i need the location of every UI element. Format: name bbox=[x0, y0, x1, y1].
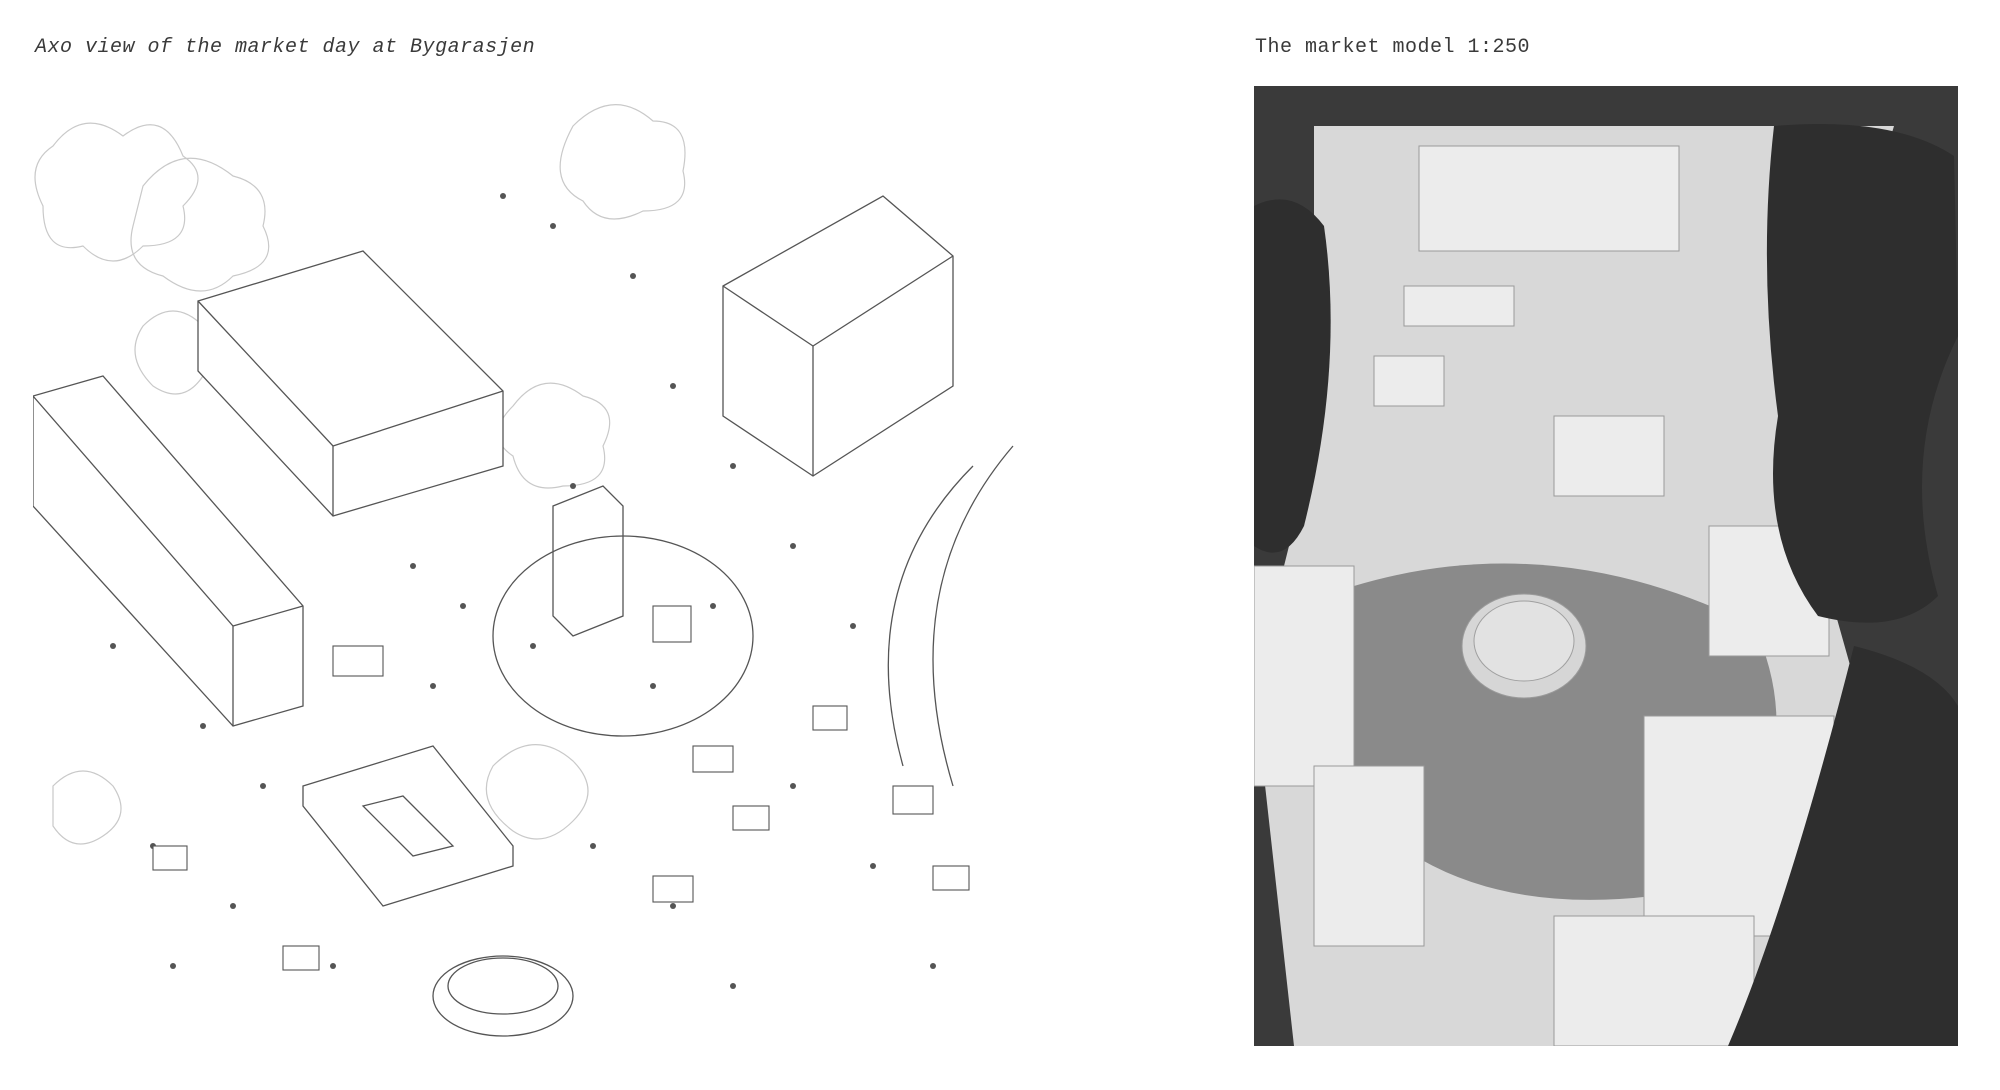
model-caption: The market model 1:250 bbox=[1255, 36, 1531, 59]
buildings bbox=[33, 195, 954, 907]
plaza-circles bbox=[432, 445, 1014, 1037]
model-photo bbox=[1254, 86, 1958, 1046]
axo-drawing-svg bbox=[33, 104, 1014, 1037]
market-stalls bbox=[152, 605, 970, 971]
model-planting bbox=[1254, 124, 1958, 1046]
model-photo-svg bbox=[1254, 86, 1958, 1046]
axo-view-caption: Axo view of the market day at Bygarasjen bbox=[35, 36, 536, 59]
model-round-top bbox=[1473, 600, 1575, 682]
people-markers bbox=[110, 193, 936, 989]
axo-drawing bbox=[33, 86, 1043, 1046]
model-blocks bbox=[1254, 145, 1890, 1046]
